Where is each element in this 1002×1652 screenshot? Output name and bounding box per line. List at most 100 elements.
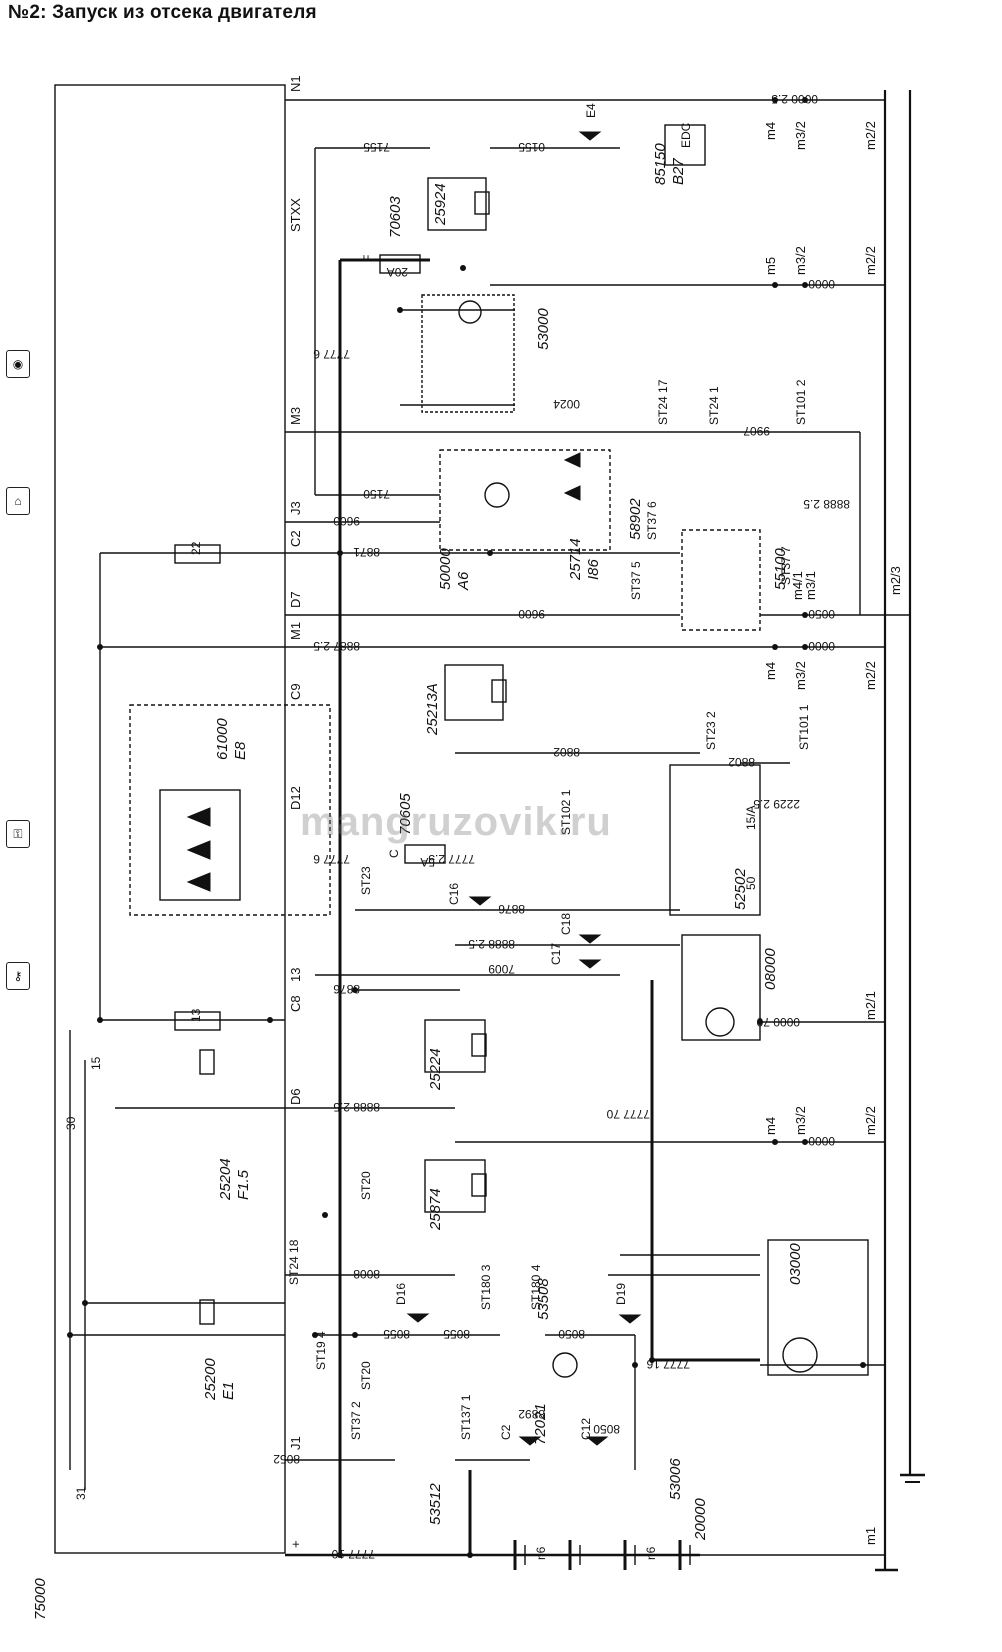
wire-label: 0050 <box>808 607 835 621</box>
bus-label: m3/1 <box>803 571 818 600</box>
component-id: 72021 <box>532 1403 549 1445</box>
wire-label: 0000 2.5 <box>771 92 818 106</box>
misc-label: 13 <box>189 1008 203 1022</box>
wire-label: 2229 2.5 <box>753 797 800 811</box>
component-id: 25213A <box>424 683 441 736</box>
component-id: 70605 <box>397 793 414 835</box>
component-id: 03000 <box>787 1243 804 1285</box>
wire-label: 8802 <box>553 745 580 759</box>
component-id: 50000 <box>437 548 454 590</box>
engine-hood-icon: ⌂ <box>6 487 30 515</box>
wire-label: 7777 2.5 <box>428 852 475 866</box>
connector-pin: J3 <box>288 501 303 515</box>
connector-pin: + <box>288 1540 303 1548</box>
wire-label: 8802 <box>728 755 755 769</box>
misc-label: ST37 2 <box>349 1401 363 1440</box>
misc-label: D19 <box>614 1283 628 1305</box>
wire-label: 8055 <box>443 1327 470 1341</box>
misc-label: ST180 3 <box>479 1264 493 1310</box>
connector-pin: 13 <box>288 968 303 982</box>
misc-label: ST37 5 <box>629 561 643 600</box>
connector-pin: N1 <box>288 75 303 92</box>
wire-label: 7777 10 <box>331 1547 375 1561</box>
misc-label: ST102 1 <box>559 789 573 835</box>
misc-label: ST137 1 <box>459 1394 473 1440</box>
wire-label: 0155 <box>518 140 545 154</box>
connector-pin: STXX <box>288 198 303 232</box>
component-id: 25874 <box>427 1188 444 1231</box>
wire-label: 8876 <box>333 982 360 996</box>
component-id: 53508 <box>535 1278 552 1320</box>
misc-label: n6 <box>534 1546 548 1560</box>
fuse-label: 5A <box>420 855 435 869</box>
misc-label: ST19 4 <box>314 1331 328 1370</box>
bus-label: m2/2 <box>863 1106 878 1135</box>
wire-label: 9600 <box>333 514 360 528</box>
misc-label: C2 <box>499 1424 513 1440</box>
wire-label: 8871 <box>353 545 380 559</box>
misc-label: 15/A <box>744 805 758 830</box>
wire-label: 8888 2.5 <box>803 497 850 511</box>
wire-label: 7155 <box>363 140 390 154</box>
component-id: 25224 <box>427 1048 444 1091</box>
component-id: 25714 <box>567 538 584 581</box>
component-id: 53000 <box>535 308 552 350</box>
frame-label: 75000 <box>32 1578 49 1620</box>
misc-label: C16 <box>447 883 461 905</box>
wire-label: 8055 <box>383 1327 410 1341</box>
component-id: 25204 <box>217 1158 234 1201</box>
connector-pin: C2 <box>288 530 303 547</box>
misc-label: 50 <box>744 876 758 890</box>
component-id: 70603 <box>387 196 404 238</box>
misc-label: ST24 1 <box>707 386 721 425</box>
warning-lamp-icon: ◉ <box>6 350 30 378</box>
misc-label: ST24 18 <box>287 1239 301 1285</box>
fuse-pin: C <box>387 849 401 858</box>
fuse-label: 20A <box>387 265 408 279</box>
bus-label: m2/2 <box>863 246 878 275</box>
component-id: 53512 <box>427 1483 444 1525</box>
component-id: 55100 <box>772 548 789 590</box>
bus-label: m4/1 <box>790 571 805 600</box>
component-id: 52502 <box>732 868 749 910</box>
misc-label: ST180 4 <box>529 1264 543 1310</box>
misc-label: E4 <box>584 103 598 118</box>
component-sub: E8 <box>232 741 249 760</box>
wire-label: 7777 16 <box>646 1357 690 1371</box>
starter-key-icon: ⚿ <box>6 820 30 848</box>
wire-label: 8888 2.5 <box>333 1100 380 1114</box>
wire-label: 7777 70 <box>606 1107 650 1121</box>
misc-label: ST23 <box>359 866 373 895</box>
fuse-pin: F <box>361 255 375 262</box>
wire-label: 0000 <box>808 639 835 653</box>
component-sub: F1.5 <box>235 1169 252 1200</box>
bus-label: m4 <box>763 122 778 140</box>
component-id: 25200 <box>202 1358 219 1401</box>
misc-label: 15 <box>89 1056 103 1070</box>
wire-label: 0024 <box>553 397 580 411</box>
watermark: mangruzovik.ru <box>300 800 612 844</box>
wire-label: 0000 70 <box>756 1015 800 1029</box>
misc-label: 22 <box>189 541 203 555</box>
bus-label: m2/2 <box>863 121 878 150</box>
bus-label: m2/3 <box>888 566 903 595</box>
ignition-icon: ⚷ <box>6 962 30 990</box>
component-sub: E1 <box>220 1382 237 1400</box>
wire-label: 8876 <box>498 902 525 916</box>
bus-label: m1 <box>863 1527 878 1545</box>
wire-label: 7150 <box>363 487 390 501</box>
bus-label: m4 <box>763 662 778 680</box>
connector-pin: J1 <box>288 1436 303 1450</box>
misc-label: n6 <box>644 1546 658 1560</box>
bus-label: m3/2 <box>793 121 808 150</box>
wire-label: 8052 <box>273 1452 300 1466</box>
misc-label: ST101 2 <box>794 379 808 425</box>
component-id: 25924 <box>432 183 449 226</box>
connector-pin: C9 <box>288 683 303 700</box>
wire-label: 8887 2.5 <box>313 639 360 653</box>
connector-pin: D6 <box>288 1088 303 1105</box>
wire-label: 7009 <box>488 962 515 976</box>
connector-pin: M3 <box>288 407 303 425</box>
misc-label: D16 <box>394 1283 408 1305</box>
